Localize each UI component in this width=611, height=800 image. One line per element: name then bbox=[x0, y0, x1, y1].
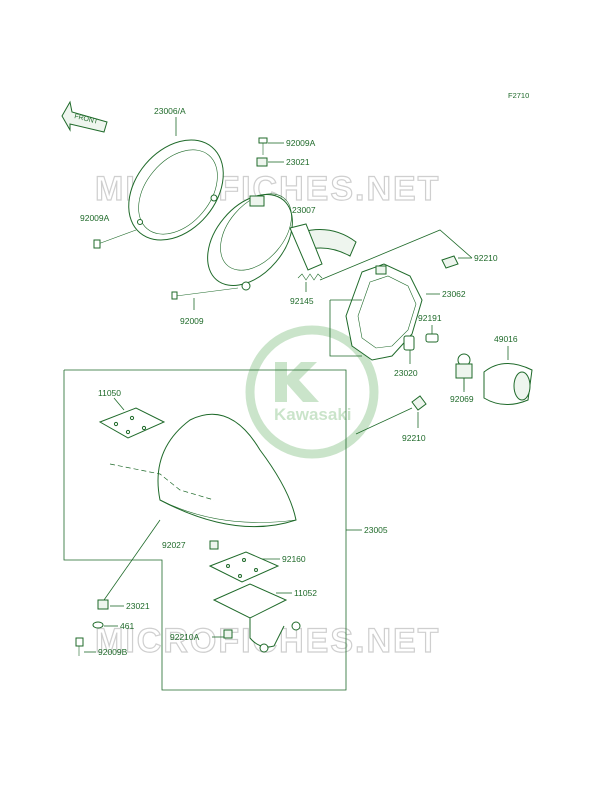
plate-92160 bbox=[208, 551, 280, 583]
callout-92027: 92027 bbox=[162, 540, 186, 550]
callout-92009a-top: 92009A bbox=[286, 138, 316, 148]
collar-92191 bbox=[425, 333, 439, 343]
bulb-92069 bbox=[455, 353, 473, 390]
plate-11050 bbox=[98, 407, 166, 439]
callout-23021-bottom: 23021 bbox=[126, 601, 150, 611]
headlight-unit bbox=[207, 193, 357, 291]
socket-23020 bbox=[403, 335, 415, 351]
washer-461 bbox=[92, 621, 104, 629]
callout-23020: 23020 bbox=[394, 368, 418, 378]
cap-49016 bbox=[483, 363, 533, 405]
callout-92210-top: 92210 bbox=[474, 253, 498, 263]
callout-92069: 92069 bbox=[450, 394, 474, 404]
callout-49016: 49016 bbox=[494, 334, 518, 344]
callout-92210-mid: 92210 bbox=[402, 433, 426, 443]
bracket-23062 bbox=[345, 263, 423, 361]
callout-92191: 92191 bbox=[418, 313, 442, 323]
screw-92009a-left bbox=[93, 229, 137, 249]
kawasaki-logo: Kawasaki bbox=[245, 325, 379, 459]
bracket-11052 bbox=[212, 583, 301, 653]
callout-461: 461 bbox=[120, 621, 134, 631]
clip-92210-top bbox=[441, 255, 459, 269]
callout-11050: 11050 bbox=[98, 388, 121, 398]
callout-92145: 92145 bbox=[290, 296, 314, 306]
kawasaki-logo-text: Kawasaki bbox=[274, 405, 352, 424]
callout-92160: 92160 bbox=[282, 554, 306, 564]
clip-92210-mid bbox=[411, 395, 427, 411]
collar-92027 bbox=[209, 540, 219, 550]
headlight-cowl bbox=[157, 413, 297, 528]
callout-23005: 23005 bbox=[364, 525, 388, 535]
headlight-rim bbox=[128, 139, 224, 241]
callout-92009: 92009 bbox=[180, 316, 204, 326]
cowl-assembly-frame bbox=[63, 369, 347, 691]
spring-92145 bbox=[297, 273, 323, 281]
callout-23007: 23007 bbox=[292, 205, 316, 215]
bolt-92009 bbox=[171, 287, 239, 300]
nut-23021-top bbox=[256, 157, 268, 167]
callout-92009a-left: 92009A bbox=[80, 213, 110, 223]
front-arrow-icon: FRONT bbox=[61, 100, 108, 133]
figure-code: F2710 bbox=[508, 91, 529, 100]
nut-23021-bottom bbox=[97, 599, 109, 610]
callout-92210a: 92210A bbox=[170, 632, 200, 642]
collar-92210a bbox=[223, 629, 233, 639]
callout-92009b: 92009B bbox=[98, 647, 128, 657]
callout-23062: 23062 bbox=[442, 289, 466, 299]
callout-23021-top: 23021 bbox=[286, 157, 310, 167]
callout-23006a: 23006/A bbox=[154, 106, 186, 116]
screw-92009b bbox=[75, 637, 84, 656]
callout-11052: 11052 bbox=[294, 588, 317, 598]
screw-92009a-top bbox=[258, 137, 268, 155]
